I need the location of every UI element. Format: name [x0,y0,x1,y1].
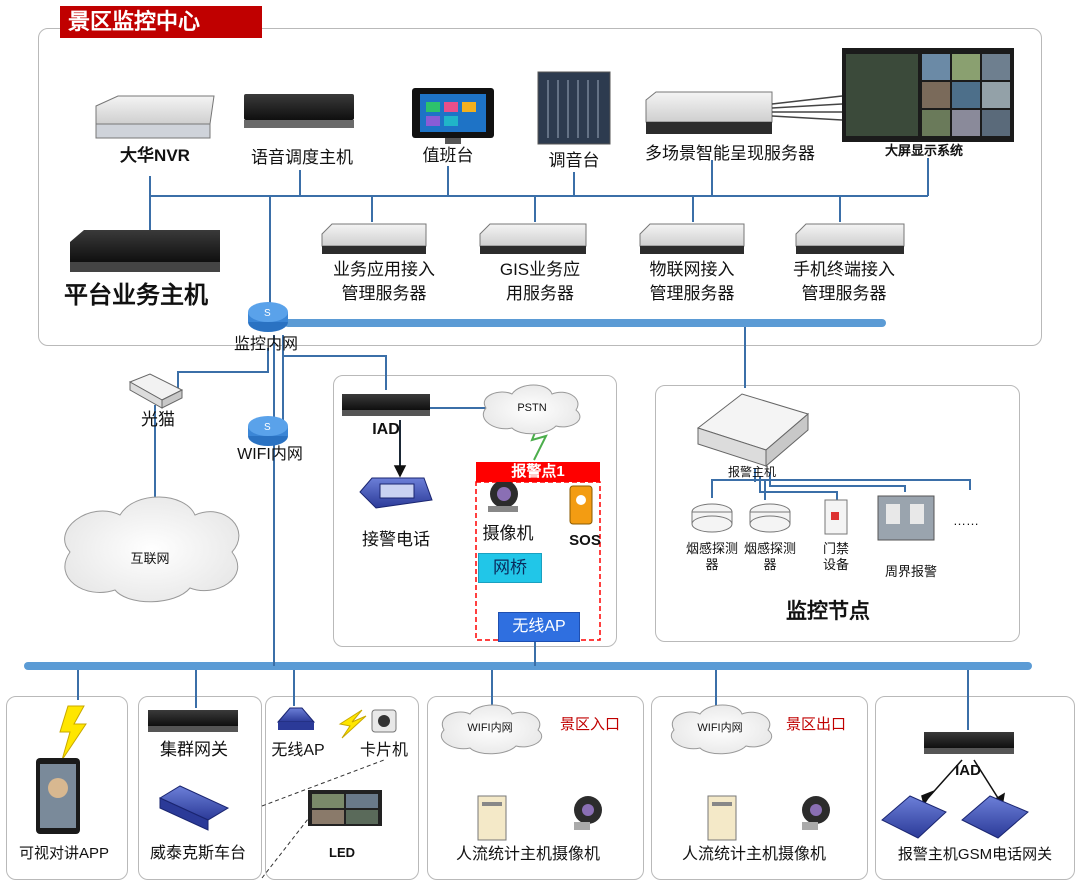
label-wifi-net: WIFI内网 [237,446,303,463]
label-entrance-wifi: WIFI内网 [467,722,513,734]
label-nvr: 大华NVR [120,146,190,165]
alarm-phone-device [359,477,433,509]
label-server-1-line2: 管理服务器 [341,284,427,303]
label-modem: 光猫 [141,410,175,429]
pstn-cloud [483,384,581,435]
label-voice-dispatch: 语音调度主机 [251,148,353,167]
label-server-4-line2: 管理服务器 [801,284,887,303]
exit-host-device [707,795,737,841]
label-internet: 互联网 [130,551,170,566]
label-smoke-2-line2: 器 [763,557,777,572]
optical-modem [128,373,184,409]
label-server-1-line1: 业务应用接入 [333,260,435,279]
multi-scene-server [645,91,843,134]
label-access-line1: 门禁 [822,541,850,556]
label-perimeter: 周界报警 [884,564,938,579]
label-camera: 摄像机 [482,524,534,543]
iad-device [342,394,430,410]
label-smoke-2-line1: 烟感探测 [743,541,797,556]
wireless-ap-device [276,707,316,730]
platform-host-device [70,230,220,272]
cluster-gateway-device [148,710,238,726]
gsm-alarm-host-device [881,795,1029,839]
led-screen [308,790,382,826]
label-alarm-host: 报警主机 [727,465,777,479]
internet-cloud [64,496,240,603]
label-app: 可视对讲APP [18,845,110,862]
wifi-switch: S [248,416,288,446]
label-multi-scene-server: 多场景智能呈现服务器 [645,144,815,163]
exit-wifi-cloud [671,704,773,755]
label-server-4-line1: 手机终端接入 [793,260,895,279]
monitor-switch: S [248,302,288,332]
label-server-3-line1: 物联网接入 [649,260,735,279]
label-mixer: 调音台 [548,151,600,170]
label-alarm-phone: 接警电话 [362,530,430,549]
audio-mixer [537,71,611,145]
vehicle-radio-device [158,785,230,831]
label-server-3-line2: 管理服务器 [649,284,735,303]
voice-dispatch-host [244,94,354,120]
nvr-device [95,95,215,139]
label-entrance: 景区入口 [560,716,621,733]
alarm-host-device [696,393,810,468]
gsm-panel [875,696,1075,880]
duty-desk-monitor [412,88,494,144]
svg-text:S: S [264,308,271,319]
big-screen-display [842,48,1014,142]
label-exit-wifi: WIFI内网 [697,722,743,734]
label-exit-device: 人流统计主机摄像机 [681,846,827,863]
label-server-2-line2: 用服务器 [506,284,574,303]
svg-text:S: S [264,422,271,433]
page-title: 景区监控中心 [60,6,262,38]
phone-app-device [36,758,80,834]
label-monitor-net: 监控内网 [233,336,299,353]
camera-device [488,480,518,512]
label-platform-host: 平台业务主机 [64,282,208,309]
label-smoke-1-line2: 器 [705,557,719,572]
entrance-camera-device [574,796,602,830]
label-card-camera: 卡片机 [359,742,409,759]
label-exit: 景区出口 [786,716,847,733]
label-gsm: 报警主机GSM电话网关 [897,846,1053,863]
label-pstn: PSTN [517,402,547,414]
label-iad: IAD [372,421,400,438]
alarm-wireless-ap: 无线AP [498,612,580,642]
label-big-screen: 大屏显示系统 [884,143,964,158]
label-smoke-1-line1: 烟感探测 [685,541,739,556]
label-server-2-line1: GIS业务应 [499,260,581,279]
gsm-iad-device [924,732,1014,748]
label-led: LED [329,845,355,860]
label-duty-desk: 值班台 [422,146,474,165]
alarm-point-header: 报警点1 [476,462,600,482]
sos-box [569,485,593,525]
label-cluster-gateway: 集群网关 [160,740,228,759]
entrance-host-device [477,795,507,841]
card-camera-device [371,709,397,733]
entrance-wifi-cloud [441,704,543,755]
label-gsm-iad: IAD [955,762,981,779]
label-entrance-device: 人流统计主机摄像机 [455,846,601,863]
label-sos: SOS [569,532,601,549]
label-monitor-node: 监控节点 [786,600,870,623]
label-vehicle-radio: 威泰克斯车台 [149,845,247,862]
exit-camera-device [802,796,830,830]
label-access-line2: 设备 [822,557,850,572]
perimeter-alarm-device [877,495,935,541]
label-wireless-ap: 无线AP [271,742,325,759]
label-ellipsis: …… [953,513,979,528]
network-bridge: 网桥 [478,553,542,583]
